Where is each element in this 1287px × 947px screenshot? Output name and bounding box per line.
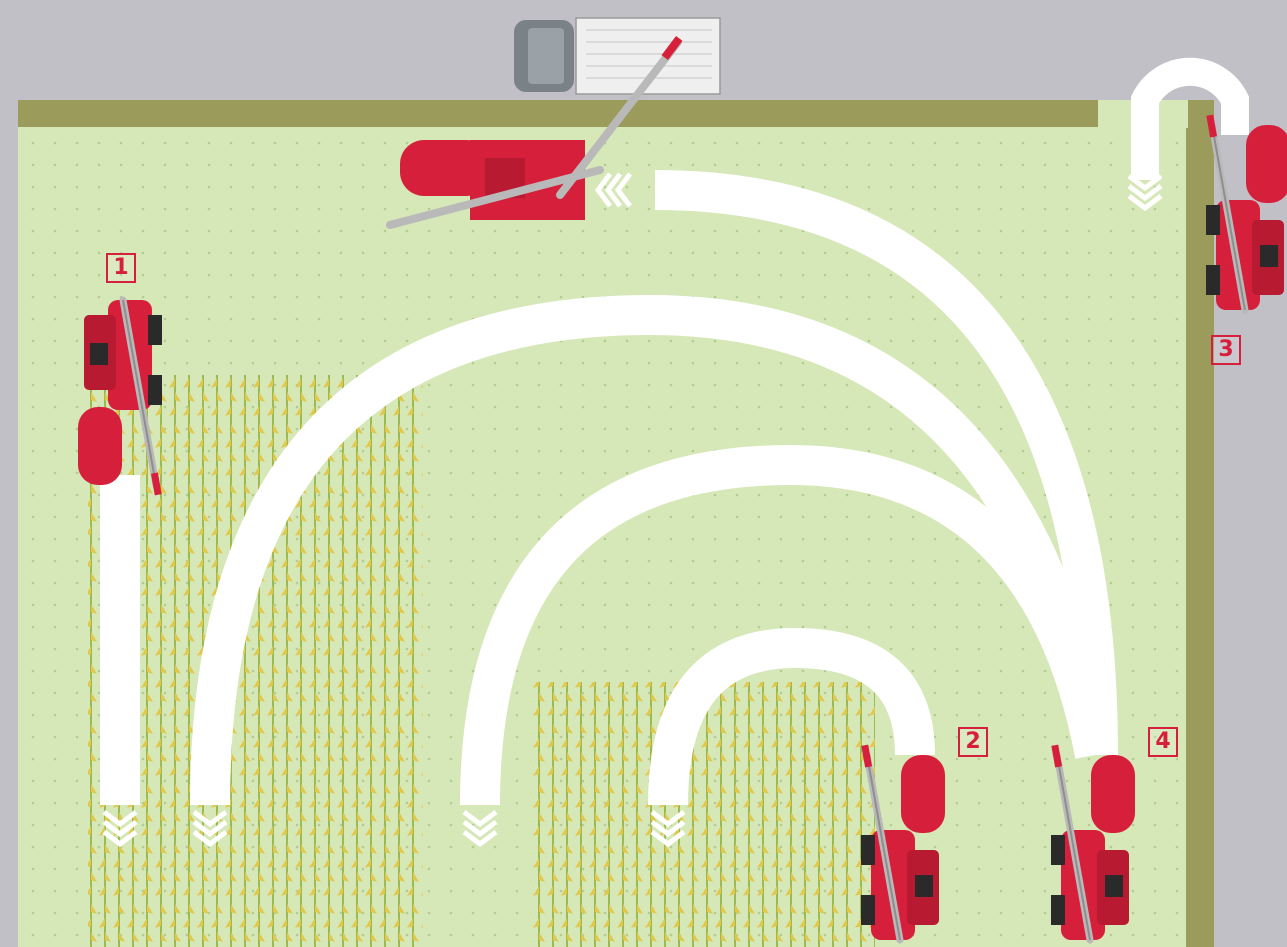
- route-arrow-4: [654, 170, 1118, 756]
- grain-bagger-icon: [386, 36, 683, 229]
- crop-area-left: [88, 375, 423, 947]
- route-arrow-5: [648, 627, 935, 806]
- route-arrow-6: [1131, 57, 1249, 180]
- marker-2: 2: [958, 727, 988, 757]
- route-arrow-3: [460, 444, 1115, 806]
- marker-1: 1: [106, 253, 136, 283]
- marker-4: 4: [1148, 727, 1178, 757]
- route-arrows: [100, 57, 1249, 806]
- truck-icon: [514, 17, 721, 95]
- marker-3: 3: [1211, 335, 1241, 365]
- crop-area-right: [530, 682, 875, 947]
- route-arrow-2: [190, 294, 1115, 806]
